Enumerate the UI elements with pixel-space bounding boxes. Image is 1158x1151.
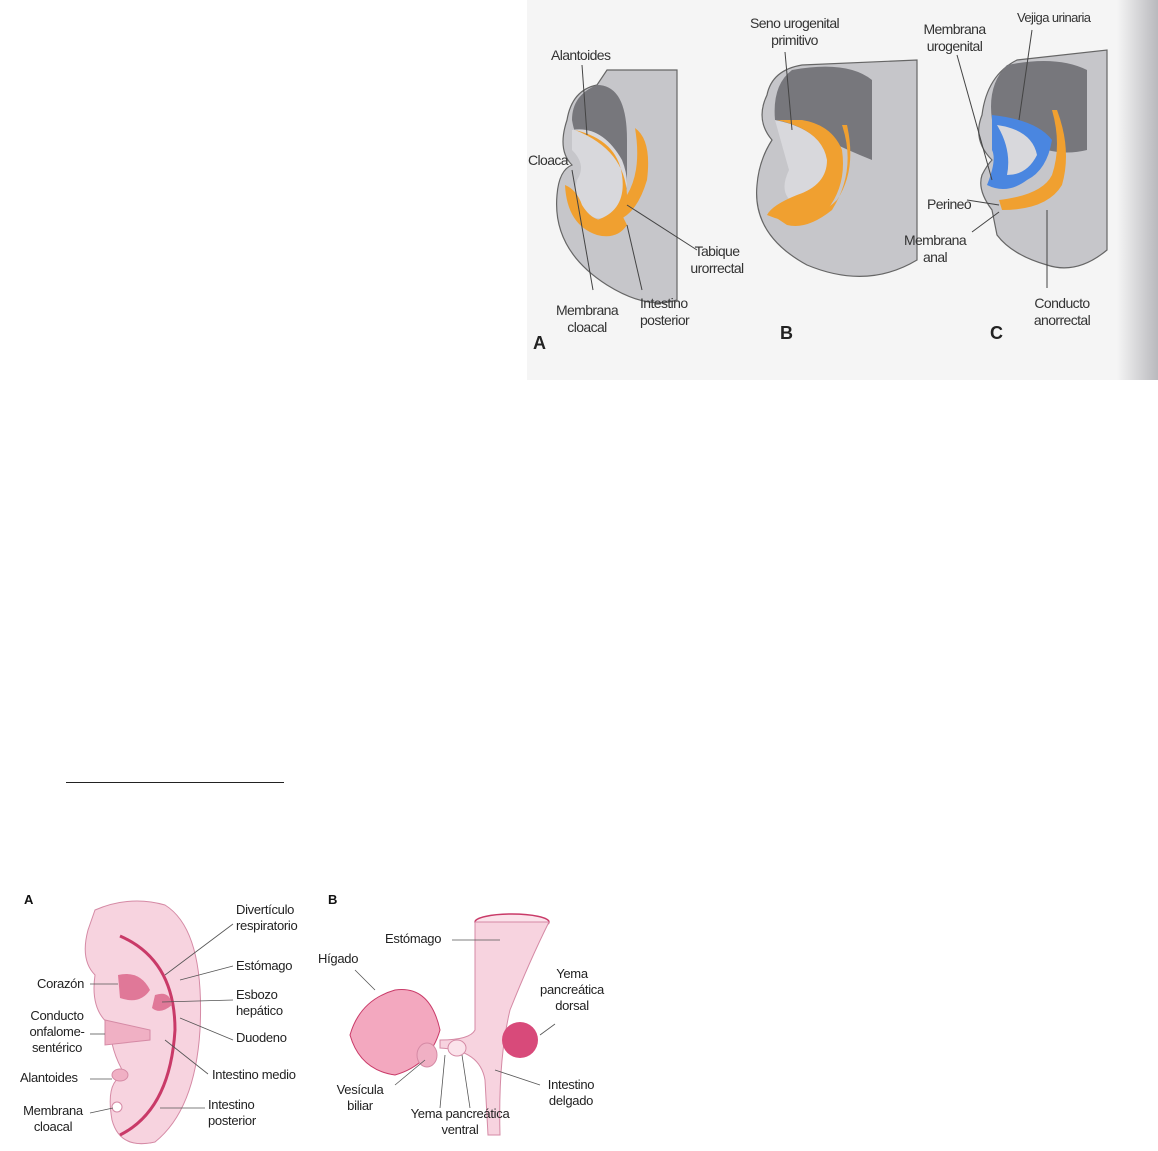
label-line: Yema — [556, 966, 588, 981]
label-vejiga-urinaria: Vejiga urinaria — [1017, 10, 1091, 25]
gut-development-illustration — [84, 900, 556, 1145]
label-line: Yema pancreática — [410, 1106, 510, 1121]
footnote-divider — [66, 782, 284, 783]
label-line: Seno urogenital — [749, 15, 840, 31]
label-line: respiratorio — [236, 918, 298, 933]
panel-a-drawing — [84, 900, 234, 1145]
label-line: Membrana — [555, 302, 619, 318]
label-perineo: Perineo — [927, 196, 972, 212]
label-line: primitivo — [771, 32, 818, 48]
label-line: biliar — [347, 1098, 373, 1113]
panel-label-a: A — [533, 333, 546, 353]
label-alantoides-a: Alantoides — [20, 1070, 78, 1085]
label-line: Intestino — [640, 295, 688, 311]
label-line: dorsal — [555, 998, 589, 1013]
label-line: Esbozo — [236, 987, 278, 1002]
label-line: hepático — [236, 1003, 283, 1018]
panel-b-drawing — [349, 913, 556, 1136]
panel-label-b: B — [780, 323, 793, 343]
label-line: Conducto — [1034, 295, 1090, 311]
label-estomago-b: Estómago — [385, 931, 442, 946]
label-line: Membrana — [23, 1103, 83, 1118]
panel-label-a: A — [24, 892, 34, 907]
panel-label-c: C — [990, 323, 1003, 343]
label-higado: Hígado — [318, 951, 359, 966]
label-duodeno: Duodeno — [236, 1030, 287, 1045]
label-line: cloacal — [33, 1119, 73, 1134]
label-line: Membrana — [903, 232, 967, 248]
label-line: sentérico — [31, 1040, 83, 1055]
panel-c-drawing — [956, 29, 1108, 288]
label-line: urorrectal — [690, 260, 744, 276]
label-cloaca: Cloaca — [528, 152, 569, 168]
panel-label-b: B — [328, 892, 338, 907]
label-line: delgado — [548, 1093, 594, 1108]
label-line: posterior — [208, 1113, 256, 1128]
label-line: onfalome- — [29, 1024, 85, 1039]
label-line: Intestino — [547, 1077, 595, 1092]
label-line: Tabique — [694, 243, 740, 259]
label-line: posterior — [640, 312, 690, 328]
panel-a-drawing — [555, 64, 698, 304]
panel-b-drawing — [755, 51, 918, 277]
label-line: Intestino — [208, 1097, 255, 1112]
label-estomago-a: Estómago — [236, 958, 293, 973]
label-line: Divertículo — [236, 902, 295, 917]
cloaca-partition-illustration — [555, 0, 1158, 380]
label-intestino-medio: Intestino medio — [212, 1067, 296, 1082]
label-line: urogenital — [926, 38, 983, 54]
label-line: ventral — [441, 1122, 479, 1137]
label-line: Conducto — [30, 1008, 84, 1023]
label-corazon: Corazón — [37, 976, 85, 991]
label-line: Membrana — [923, 21, 986, 37]
label-line: pancreática — [540, 982, 604, 997]
label-line: cloacal — [567, 319, 607, 335]
label-line: Vesícula — [336, 1082, 384, 1097]
label-line: anorrectal — [1033, 312, 1091, 328]
label-alantoides: Alantoides — [551, 47, 611, 63]
label-line: anal — [922, 249, 948, 265]
